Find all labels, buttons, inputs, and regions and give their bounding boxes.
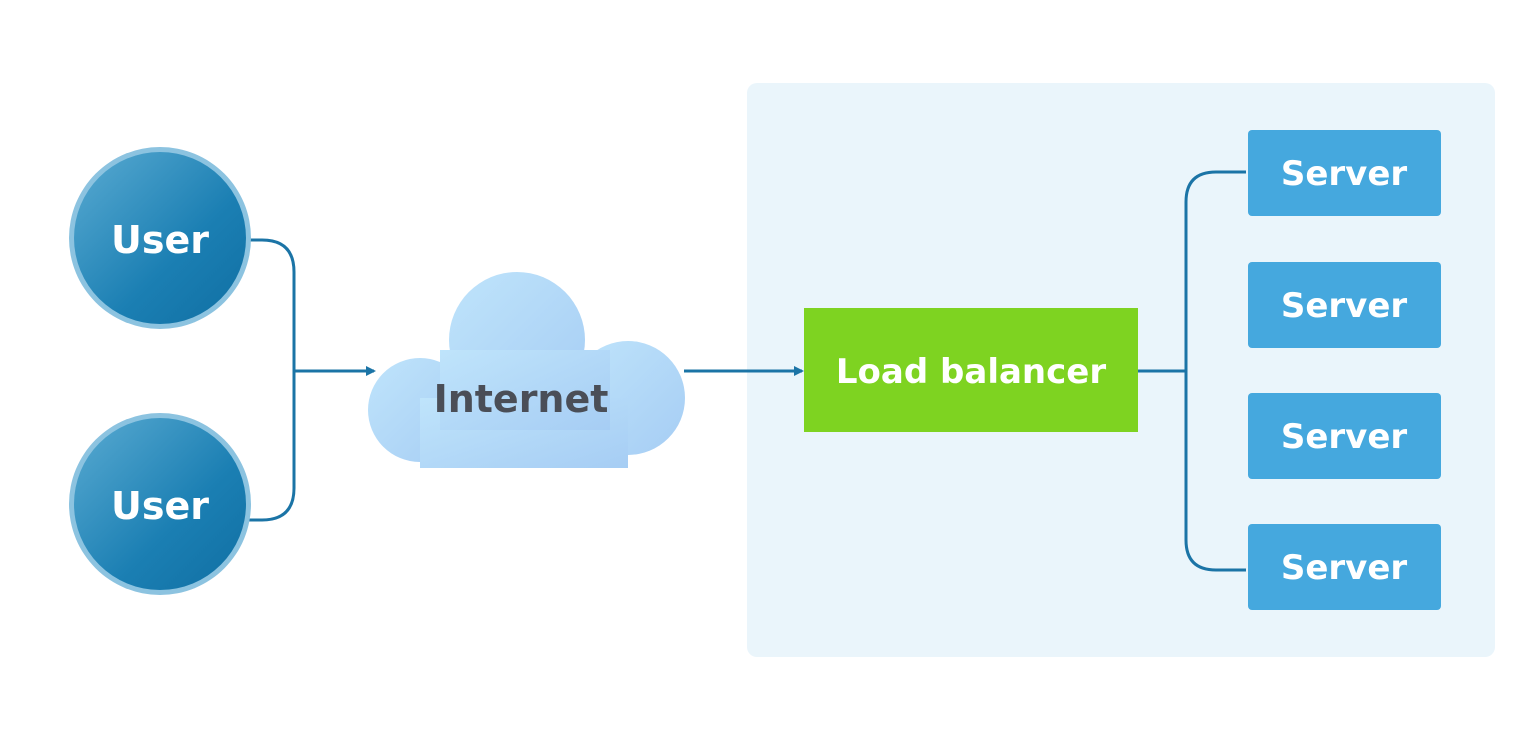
user-label: User [111,484,209,528]
server-label: Server [1281,154,1408,194]
connector-server-bus [1184,170,1246,572]
server-node-1: Server [1248,130,1441,216]
server-node-4: Server [1248,524,1441,610]
internet-label: Internet [434,377,609,421]
server-label: Server [1281,286,1408,326]
user-node-1: User [69,147,251,329]
server-label: Server [1281,548,1408,588]
server-node-3: Server [1248,393,1441,479]
connector-user1 [247,238,296,370]
server-node-2: Server [1248,262,1441,348]
load-balancer-label: Load balancer [836,352,1106,392]
user-label: User [111,218,209,262]
server-label: Server [1281,417,1408,457]
cloud-icon [368,272,685,468]
connector-user2 [247,370,296,522]
load-balancer-node: Load balancer [804,308,1138,432]
internet-cloud: Internet [368,272,685,468]
user-node-2: User [69,413,251,595]
